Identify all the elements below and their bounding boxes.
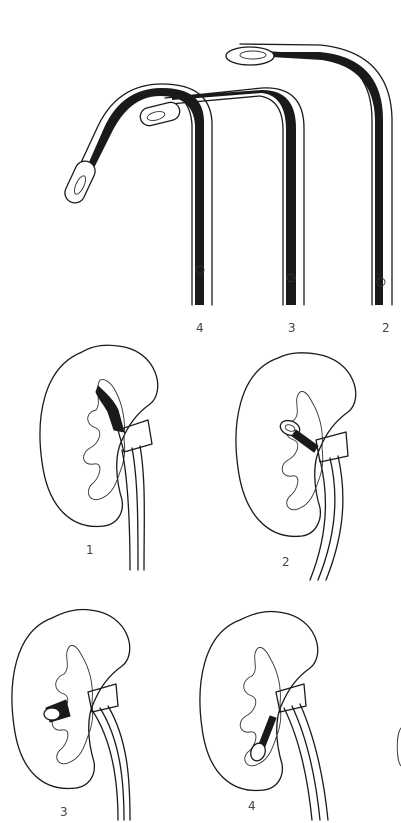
kidney-4 xyxy=(200,611,328,820)
catheter-3 xyxy=(138,88,304,305)
kidney-1 xyxy=(40,345,158,570)
catheter-2 xyxy=(226,44,392,305)
kidney-label-2: 2 xyxy=(282,556,290,568)
kidney-2 xyxy=(236,353,356,580)
catheter-4 xyxy=(62,84,212,305)
cropped-fragment xyxy=(397,728,401,766)
kidney-label-1: 1 xyxy=(86,544,94,556)
catheter-label-2: 2 xyxy=(382,322,390,334)
kidney-label-3: 3 xyxy=(60,806,68,818)
catheter-label-4: 4 xyxy=(196,322,204,334)
kidney-label-4: 4 xyxy=(248,800,256,812)
catheter-label-3: 3 xyxy=(288,322,296,334)
kidney-3 xyxy=(12,609,130,820)
